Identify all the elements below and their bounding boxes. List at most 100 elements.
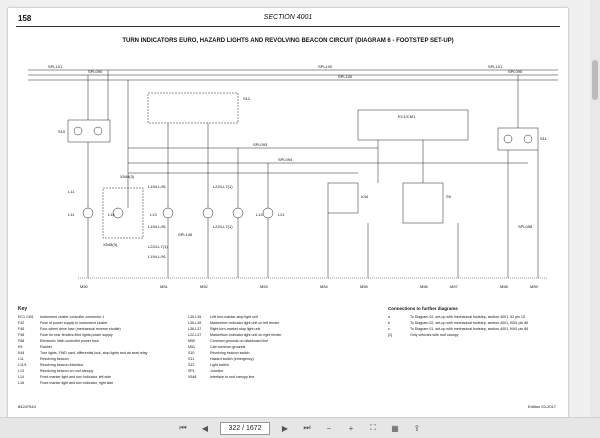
item-text: Hazard switch (emergency): [210, 357, 254, 361]
comp-label: SPL098: [518, 224, 533, 229]
item-code: b: [388, 321, 390, 325]
viewer-toolbar: ⏮ ◀ 322 / 1672 ▶ ⏭ − + ⛶ ▦ ⇪: [0, 417, 600, 438]
item-code: F42: [18, 321, 25, 325]
list-item: L14 Front marker light and turn indicator…: [18, 374, 147, 380]
item-code: F88: [18, 339, 25, 343]
wiring-diagram: SPL101 SPL090 SPL100 SPL100 SPL090 SPL10…: [28, 64, 558, 289]
item-text: Light switch: [210, 363, 229, 367]
comp-label: L11: [68, 189, 75, 194]
item-code: L35-L35: [188, 315, 202, 319]
comp-label: SPL094: [278, 157, 293, 162]
list-item: [1]Only vehicles with roof canopy: [388, 332, 528, 338]
ground-label: M59: [530, 284, 539, 289]
item-text: Electronic hitch controller power fuse: [40, 339, 99, 343]
item-text: Interface to roof canopy line: [210, 375, 255, 379]
first-page-icon[interactable]: ⏮: [179, 423, 187, 432]
item-code: L16: [18, 381, 24, 385]
item-text: Left turn-marker-stop light unit: [210, 315, 258, 319]
item-code: L22-L37: [188, 333, 202, 337]
comp-label: L21: [278, 212, 285, 217]
item-code: a: [388, 315, 390, 319]
item-code: L35-L35: [188, 321, 202, 325]
next-page-icon[interactable]: ▶: [281, 423, 289, 433]
key-title: Key: [18, 306, 28, 312]
connections-title: Connections to further diagrams: [388, 306, 458, 311]
thumbnails-icon[interactable]: ▦: [391, 423, 399, 433]
comp-label: L13: [150, 212, 157, 217]
zoom-in-icon[interactable]: +: [348, 423, 354, 433]
item-text: Revolving beacon interface: [40, 363, 84, 367]
share-icon[interactable]: ⇪: [413, 423, 421, 433]
page-number: 158: [18, 14, 32, 23]
item-text: Right turn-marker-stop light unit: [210, 327, 261, 331]
ground-label: M50: [80, 284, 89, 289]
header-rule: [16, 26, 560, 27]
zoom-out-icon[interactable]: −: [326, 423, 332, 433]
item-code: S12: [188, 363, 195, 367]
list-item: K44 Turn lights, FWD card, differential l…: [18, 350, 147, 356]
ground-label: M54: [320, 284, 329, 289]
prev-page-icon[interactable]: ◀: [201, 423, 209, 433]
page-input[interactable]: 322 / 1672: [220, 421, 270, 435]
bus-label: SPL101: [48, 64, 63, 69]
item-code: L14: [18, 375, 24, 379]
scrollbar[interactable]: [590, 0, 600, 418]
ground-label: M57: [450, 284, 459, 289]
list-item: F88 Electronic hitch controller power fus…: [18, 338, 147, 344]
list-item: S10 Revolving beacon switch: [188, 350, 282, 356]
item-code: S11: [188, 357, 195, 361]
comp-label: S11: [540, 136, 548, 141]
comp-label: S10: [58, 129, 66, 134]
comp-label: EC1/CM1: [398, 114, 416, 119]
bus-label: SPL090: [88, 69, 103, 74]
ground-label: M58: [500, 284, 509, 289]
list-item: L35-L35 Left turn-marker-stop light unit: [188, 314, 282, 320]
item-code: L11: [18, 357, 24, 361]
section-header: SECTION 4001: [263, 14, 313, 21]
item-code: K44: [18, 351, 25, 355]
item-text: Common grounds on dashboard line: [210, 339, 269, 343]
item-code: L13: [18, 369, 24, 373]
list-item: L16 Front marker light and turn indicator…: [18, 380, 147, 386]
last-page-icon[interactable]: ⏭: [303, 423, 311, 432]
comp-label: L11: [68, 212, 75, 217]
item-text: Four-wheel drive fuse (mechanical revers…: [40, 327, 121, 331]
ground-label: M52: [200, 284, 209, 289]
comp-label: S12: [243, 96, 251, 101]
item-code: S10: [188, 351, 195, 355]
ground-label: M51: [160, 284, 169, 289]
edition: Edition 03-2017: [527, 404, 556, 409]
item-text: Revolving beacon switch: [210, 351, 250, 355]
item-text: Marker/turn indicator light unit on left…: [210, 321, 280, 325]
bus-label: SPL101: [488, 64, 503, 69]
item-text: To Diagram 02, set-up with mechanical fo…: [410, 315, 525, 319]
ground-label: M56: [420, 284, 429, 289]
item-text: Front marker light and turn indicator, l…: [40, 375, 112, 379]
comp-label: L194-L/91: [148, 224, 167, 229]
item-code: X548: [188, 375, 197, 379]
fullscreen-icon[interactable]: ⛶: [370, 423, 376, 432]
item-text: Turn lights, FWD card, differential lock…: [40, 351, 148, 355]
item-text: Front marker light and turn indicator, r…: [40, 381, 114, 385]
scroll-thumb[interactable]: [592, 60, 598, 100]
item-text: Only vehicles with roof canopy: [410, 333, 459, 337]
comp-label: SPL106: [178, 232, 193, 237]
comp-label: L194-L/91: [148, 254, 167, 259]
list-item: S12 Light switch: [188, 362, 282, 368]
comp-label: L194-L/91: [148, 184, 167, 189]
comp-label: K44: [361, 194, 369, 199]
item-code: K9: [18, 345, 23, 349]
bus-label: SPL100: [338, 74, 353, 79]
item-code: c: [388, 327, 390, 331]
